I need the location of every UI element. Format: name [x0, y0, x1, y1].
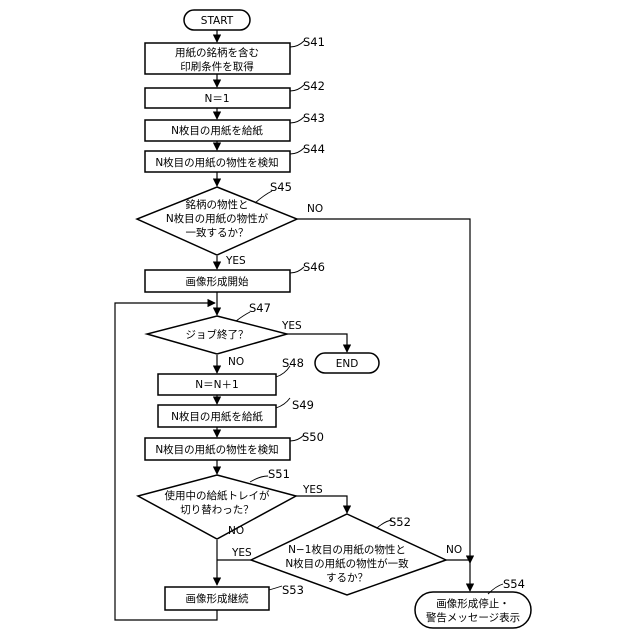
step-label-s49: S49 [292, 398, 314, 412]
step-label-s42: S42 [303, 79, 325, 93]
decision-s47-text: ジョブ終了？ [186, 328, 249, 341]
branch-s52-no: NO [446, 544, 462, 556]
end-label: END [336, 358, 359, 370]
step-s54-text-2: 警告メッセージ表示 [426, 611, 520, 624]
branch-s45-yes: YES [225, 255, 246, 267]
step-label-s43: S43 [303, 111, 325, 125]
step-label-s52: S52 [389, 515, 411, 529]
step-label-s41: S41 [303, 35, 325, 49]
step-label-s46: S46 [303, 260, 325, 274]
step-s41-text-2: 印刷条件を取得 [180, 60, 254, 73]
decision-s45-text-1: 銘柄の物性と [186, 198, 249, 211]
step-s53-text: 画像形成継続 [186, 592, 249, 605]
step-s43-text: N枚目の用紙を給紙 [171, 124, 263, 137]
branch-s47-no: NO [228, 356, 244, 368]
step-s41-text-1: 用紙の銘柄を含む [175, 46, 259, 59]
step-s50-text: N枚目の用紙の物性を検知 [155, 443, 278, 456]
branch-s47-yes: YES [281, 320, 302, 332]
branch-s52-yes: YES [231, 547, 252, 559]
step-s48-text: N＝N＋1 [195, 379, 238, 391]
step-label-s54: S54 [503, 577, 525, 591]
decision-s51-text-2: 切り替わった？ [180, 503, 254, 516]
step-label-s44: S44 [303, 142, 325, 156]
decision-s45-text-2: N枚目の用紙の物性が [166, 212, 269, 225]
step-s49-text: N枚目の用紙を給紙 [171, 410, 263, 423]
step-label-s51: S51 [268, 467, 290, 481]
step-s44-text: N枚目の用紙の物性を検知 [155, 156, 278, 169]
branch-s51-yes: YES [302, 484, 323, 496]
decision-s52-text-2: N枚目の用紙の物性が一致 [285, 557, 409, 570]
step-s54-text-1: 画像形成停止・ [436, 597, 510, 610]
step-label-s45: S45 [270, 180, 292, 194]
decision-s45-text-3: 一致するか？ [186, 226, 249, 239]
step-label-s47: S47 [249, 301, 271, 315]
branch-s45-no: NO [307, 203, 323, 215]
decision-s51-text-1: 使用中の給紙トレイが [165, 489, 270, 502]
start-label: START [201, 15, 234, 27]
step-label-s48: S48 [282, 356, 304, 370]
step-label-s50: S50 [302, 430, 324, 444]
decision-s52-text-1: N−1枚目の用紙の物性と [288, 543, 406, 556]
step-label-s53: S53 [282, 583, 304, 597]
branch-s51-no: NO [228, 525, 244, 537]
step-s46-text: 画像形成開始 [186, 275, 249, 288]
decision-s52-text-3: するか？ [326, 572, 368, 584]
step-s42-text: N＝1 [204, 93, 229, 105]
